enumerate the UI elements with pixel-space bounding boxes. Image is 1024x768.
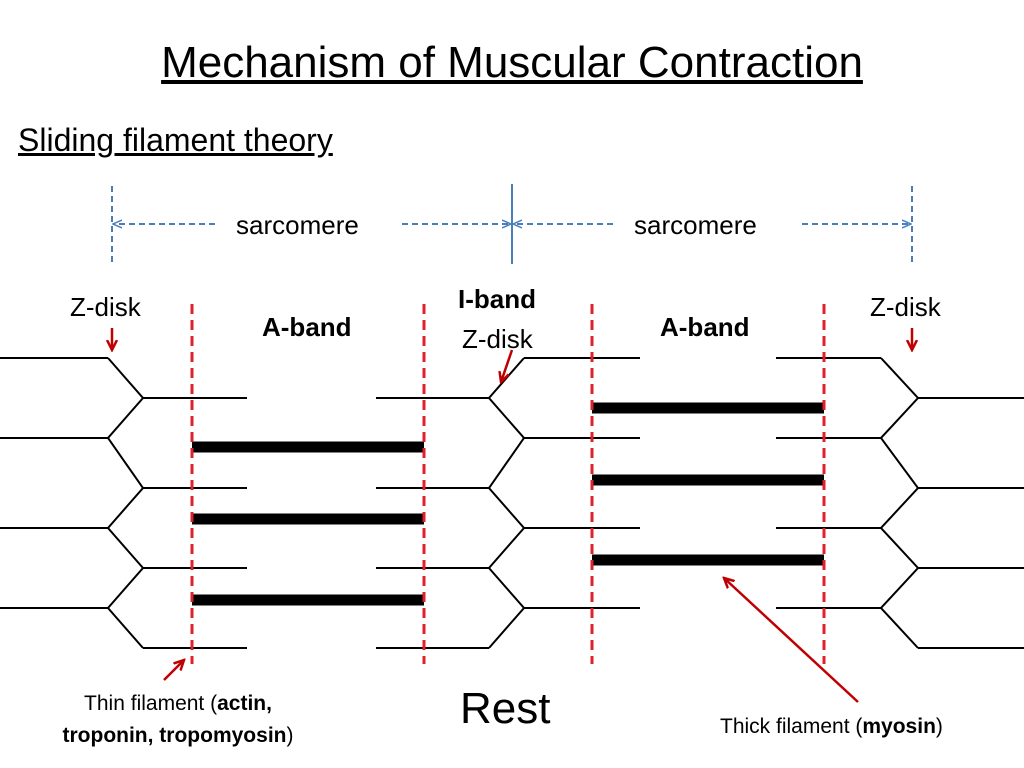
thin-caption-proteins: troponin, tropomyosin (62, 724, 287, 747)
thick-filaments (192, 402, 824, 606)
a-band-label-left: A-band (262, 312, 352, 342)
z-disk-zigzag-center (487, 357, 526, 649)
a-band-label-right: A-band (660, 312, 750, 342)
a-band-boundaries (190, 304, 826, 664)
z-disk-zigzag-left (106, 357, 145, 649)
thin-filament-caption: Thin filament (actin, troponin, tropomyo… (28, 688, 328, 752)
state-label: Rest (460, 684, 551, 733)
thick-filament-arrow (724, 578, 859, 703)
thin-caption-suffix: ) (286, 724, 294, 747)
sarcomere-label-right: sarcomere (634, 210, 757, 240)
pointer-arrows (112, 328, 912, 703)
thick-caption-suffix: ) (935, 715, 943, 738)
thin-caption-prefix: Thin filament ( (84, 692, 218, 715)
page-title: Mechanism of Muscular Contraction (161, 38, 863, 87)
thick-filament-caption: Thick filament (myosin) (720, 711, 943, 743)
z-disk-label-left: Z-disk (70, 292, 141, 322)
thin-filament-arrow (163, 660, 184, 681)
thick-caption-prefix: Thick filament ( (720, 715, 863, 738)
z-disk-label-center: Z-disk (462, 324, 533, 354)
thin-caption-actin: actin, (217, 692, 272, 715)
thin-filaments (0, 357, 1024, 649)
subtitle: Sliding filament theory (18, 122, 333, 158)
thick-caption-myosin: myosin (862, 715, 936, 738)
sarcomere-guides (111, 184, 913, 264)
z-disk-zigzag-right (879, 357, 920, 649)
z-disk-label-right: Z-disk (870, 292, 941, 322)
sarcomere-label-left: sarcomere (236, 210, 359, 240)
z-disk-arrow-center (501, 349, 514, 382)
i-band-label: I-band (458, 284, 536, 314)
z-disk-zigzags (106, 357, 920, 649)
